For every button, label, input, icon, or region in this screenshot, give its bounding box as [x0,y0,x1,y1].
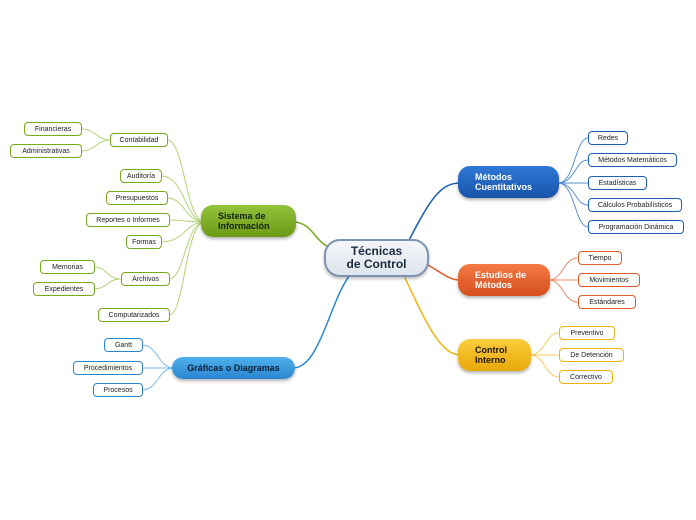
leaf-administrativas[interactable]: Administrativas [10,144,82,158]
leaf-archivos[interactable]: Archivos [121,272,170,286]
leaf-calculos-probabilisticos[interactable]: Cálculos Probabilísticos [588,198,682,212]
branch-control-line1: Control [475,345,507,355]
leaf-preventivo[interactable]: Preventivo [559,326,615,340]
root-title-line2: de Control [346,257,407,271]
branch-metodos-line1: Métodos [475,172,512,182]
branch-estudios-line2: Métodos [475,280,512,290]
branch-estudios-line1: Estudios de [475,270,527,280]
leaf-metodos-matematicos[interactable]: Métodos Matemáticos [588,153,677,167]
branch-sistema-informacion[interactable]: Sistema de Información [201,205,296,237]
branch-estudios-metodos[interactable]: Estudios de Métodos [458,264,550,296]
leaf-redes[interactable]: Redes [588,131,628,145]
leaf-memorias[interactable]: Memorias [40,260,95,274]
leaf-gantt[interactable]: Gantt [104,338,143,352]
branch-control-interno[interactable]: Control Interno [458,339,531,371]
root-node[interactable]: Técnicas de Control [324,239,429,277]
leaf-procedimientos[interactable]: Procedimientos [73,361,143,375]
leaf-financieras[interactable]: Financieras [24,122,82,136]
leaf-procesos[interactable]: Procesos [93,383,143,397]
leaf-reportes-informes[interactable]: Reportes o Informes [86,213,170,227]
leaf-computarizados[interactable]: Computarizados [98,308,170,322]
branch-sistema-line1: Sistema de [218,211,266,221]
branch-metodos-cuentitativos[interactable]: Métodos Cuentitativos [458,166,559,198]
leaf-formas[interactable]: Formas [126,235,162,249]
leaf-tiempo[interactable]: Tiempo [578,251,622,265]
leaf-expedientes[interactable]: Expedientes [33,282,95,296]
leaf-contabilidad[interactable]: Contabilidad [110,133,168,147]
branch-control-line2: Interno [475,355,506,365]
branch-sistema-line2: Información [218,221,270,231]
branch-metodos-line2: Cuentitativos [475,182,533,192]
leaf-correctivo[interactable]: Correctivo [559,370,613,384]
branch-graficas-diagramas[interactable]: Gráficas o Diagramas [172,357,295,379]
leaf-presupuestos[interactable]: Presupuestos [106,191,168,205]
leaf-programacion-dinamica[interactable]: Programación Dinámica [588,220,684,234]
leaf-estandares[interactable]: Estándares [578,295,636,309]
leaf-auditoria[interactable]: Auditoría [120,169,162,183]
leaf-de-detencion[interactable]: De Detención [559,348,624,362]
leaf-estadisticas[interactable]: Estadísticas [588,176,647,190]
leaf-movimientos[interactable]: Movimientos [578,273,640,287]
root-title-line1: Técnicas [350,244,403,258]
